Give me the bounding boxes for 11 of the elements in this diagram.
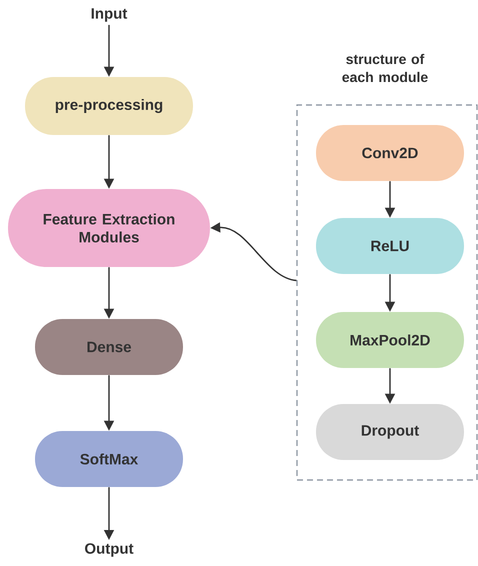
process-box: ReLU <box>316 218 464 274</box>
frame-heading: structure of each module <box>342 54 428 82</box>
flow-label: Input <box>92 8 128 22</box>
process-box: pre-processing <box>25 77 193 135</box>
process-box: Dense <box>35 319 183 375</box>
process-box: Conv2D <box>316 125 464 181</box>
process-box: MaxPool2D <box>316 312 464 368</box>
process-box: SoftMax <box>35 431 183 487</box>
flow-label: Output <box>85 543 134 557</box>
process-box: Dropout <box>316 404 464 460</box>
process-box: Feature Extraction Modules <box>8 189 210 267</box>
